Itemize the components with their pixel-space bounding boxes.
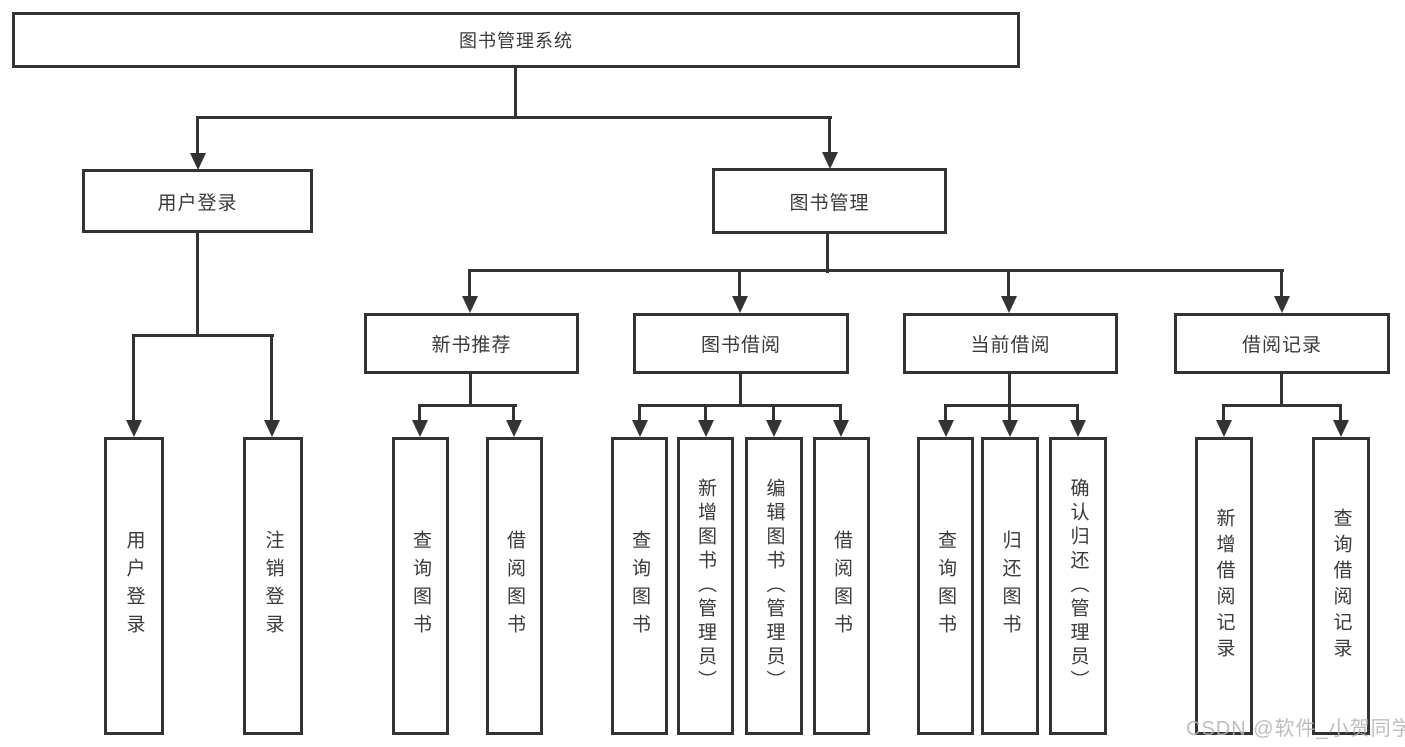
connector-line [418, 404, 421, 422]
leaf-user-login: 用户登录 [104, 437, 164, 735]
connector-line [1222, 404, 1225, 422]
arrow-down-icon [506, 420, 522, 437]
node-borrow-records: 借阅记录 [1174, 313, 1390, 374]
node-root: 图书管理系统 [12, 12, 1020, 68]
connector-line [1280, 271, 1283, 298]
node-book-borrow: 图书借阅 [633, 313, 849, 374]
leaf-bb-borrow-books: 借阅图书 [813, 437, 870, 735]
connector-line [514, 68, 517, 118]
connector-line [1339, 404, 1342, 422]
connector-line [1280, 373, 1283, 407]
connector-line [1007, 271, 1010, 298]
connector-line [196, 232, 199, 337]
arrow-down-icon [1333, 420, 1349, 437]
arrow-down-icon [264, 420, 280, 437]
leaf-logout: 注销登录 [243, 437, 303, 735]
arrow-down-icon [938, 420, 954, 437]
connector-line [944, 404, 1079, 407]
connector-line [468, 269, 1284, 272]
connector-line [1076, 404, 1079, 422]
node-current-borrow: 当前借阅 [903, 313, 1118, 374]
connector-line [839, 404, 842, 422]
connector-line [1008, 404, 1011, 422]
arrow-down-icon [190, 153, 206, 170]
arrow-down-icon [822, 152, 838, 169]
leaf-cb-query-books: 查询图书 [917, 437, 974, 735]
leaf-cb-return-books: 归还图书 [981, 437, 1039, 735]
arrow-down-icon [1216, 420, 1232, 437]
arrow-down-icon [1001, 296, 1017, 313]
connector-line [1222, 404, 1342, 407]
connector-line [772, 404, 775, 422]
arrow-down-icon [1274, 296, 1290, 313]
connector-line [469, 373, 472, 407]
connector-line [738, 271, 741, 298]
connector-line [828, 118, 831, 155]
connector-line [196, 118, 199, 156]
arrow-down-icon [412, 420, 428, 437]
arrow-down-icon [833, 420, 849, 437]
arrow-down-icon [462, 296, 478, 313]
connector-line [704, 404, 707, 422]
arrow-down-icon [126, 420, 142, 437]
connector-line [638, 404, 641, 422]
connector-line [132, 334, 274, 337]
connector-line [739, 373, 742, 407]
leaf-bb-edit-books-admin: 编辑图书（管理员） [745, 437, 803, 735]
connector-line [270, 334, 273, 422]
node-new-book-recommend: 新书推荐 [364, 313, 579, 374]
leaf-cb-confirm-return-admin: 确认归还（管理员） [1049, 437, 1107, 735]
arrow-down-icon [632, 420, 648, 437]
leaf-nbr-borrow-books: 借阅图书 [486, 437, 543, 735]
leaf-bb-query-books: 查询图书 [611, 437, 668, 735]
arrow-down-icon [732, 296, 748, 313]
leaf-br-add-record: 新增借阅记录 [1195, 437, 1253, 735]
arrow-down-icon [1070, 420, 1086, 437]
node-user-login: 用户登录 [82, 169, 313, 233]
node-book-management: 图书管理 [712, 168, 947, 234]
leaf-nbr-query-books: 查询图书 [392, 437, 449, 735]
connector-line [132, 334, 135, 422]
connector-line [512, 404, 515, 422]
arrow-down-icon [1002, 420, 1018, 437]
connector-line [944, 404, 947, 422]
connector-line [638, 404, 842, 407]
connector-line [468, 271, 471, 298]
leaf-bb-add-books-admin: 新增图书（管理员） [677, 437, 734, 735]
arrow-down-icon [766, 420, 782, 437]
watermark: CSDN @软件_小贺同学 [1186, 718, 1405, 740]
connector-line [196, 116, 832, 119]
arrow-down-icon [698, 420, 714, 437]
connector-line [826, 233, 829, 273]
leaf-br-query-record: 查询借阅记录 [1312, 437, 1370, 735]
connector-line [418, 404, 517, 407]
connector-line [1008, 373, 1011, 407]
